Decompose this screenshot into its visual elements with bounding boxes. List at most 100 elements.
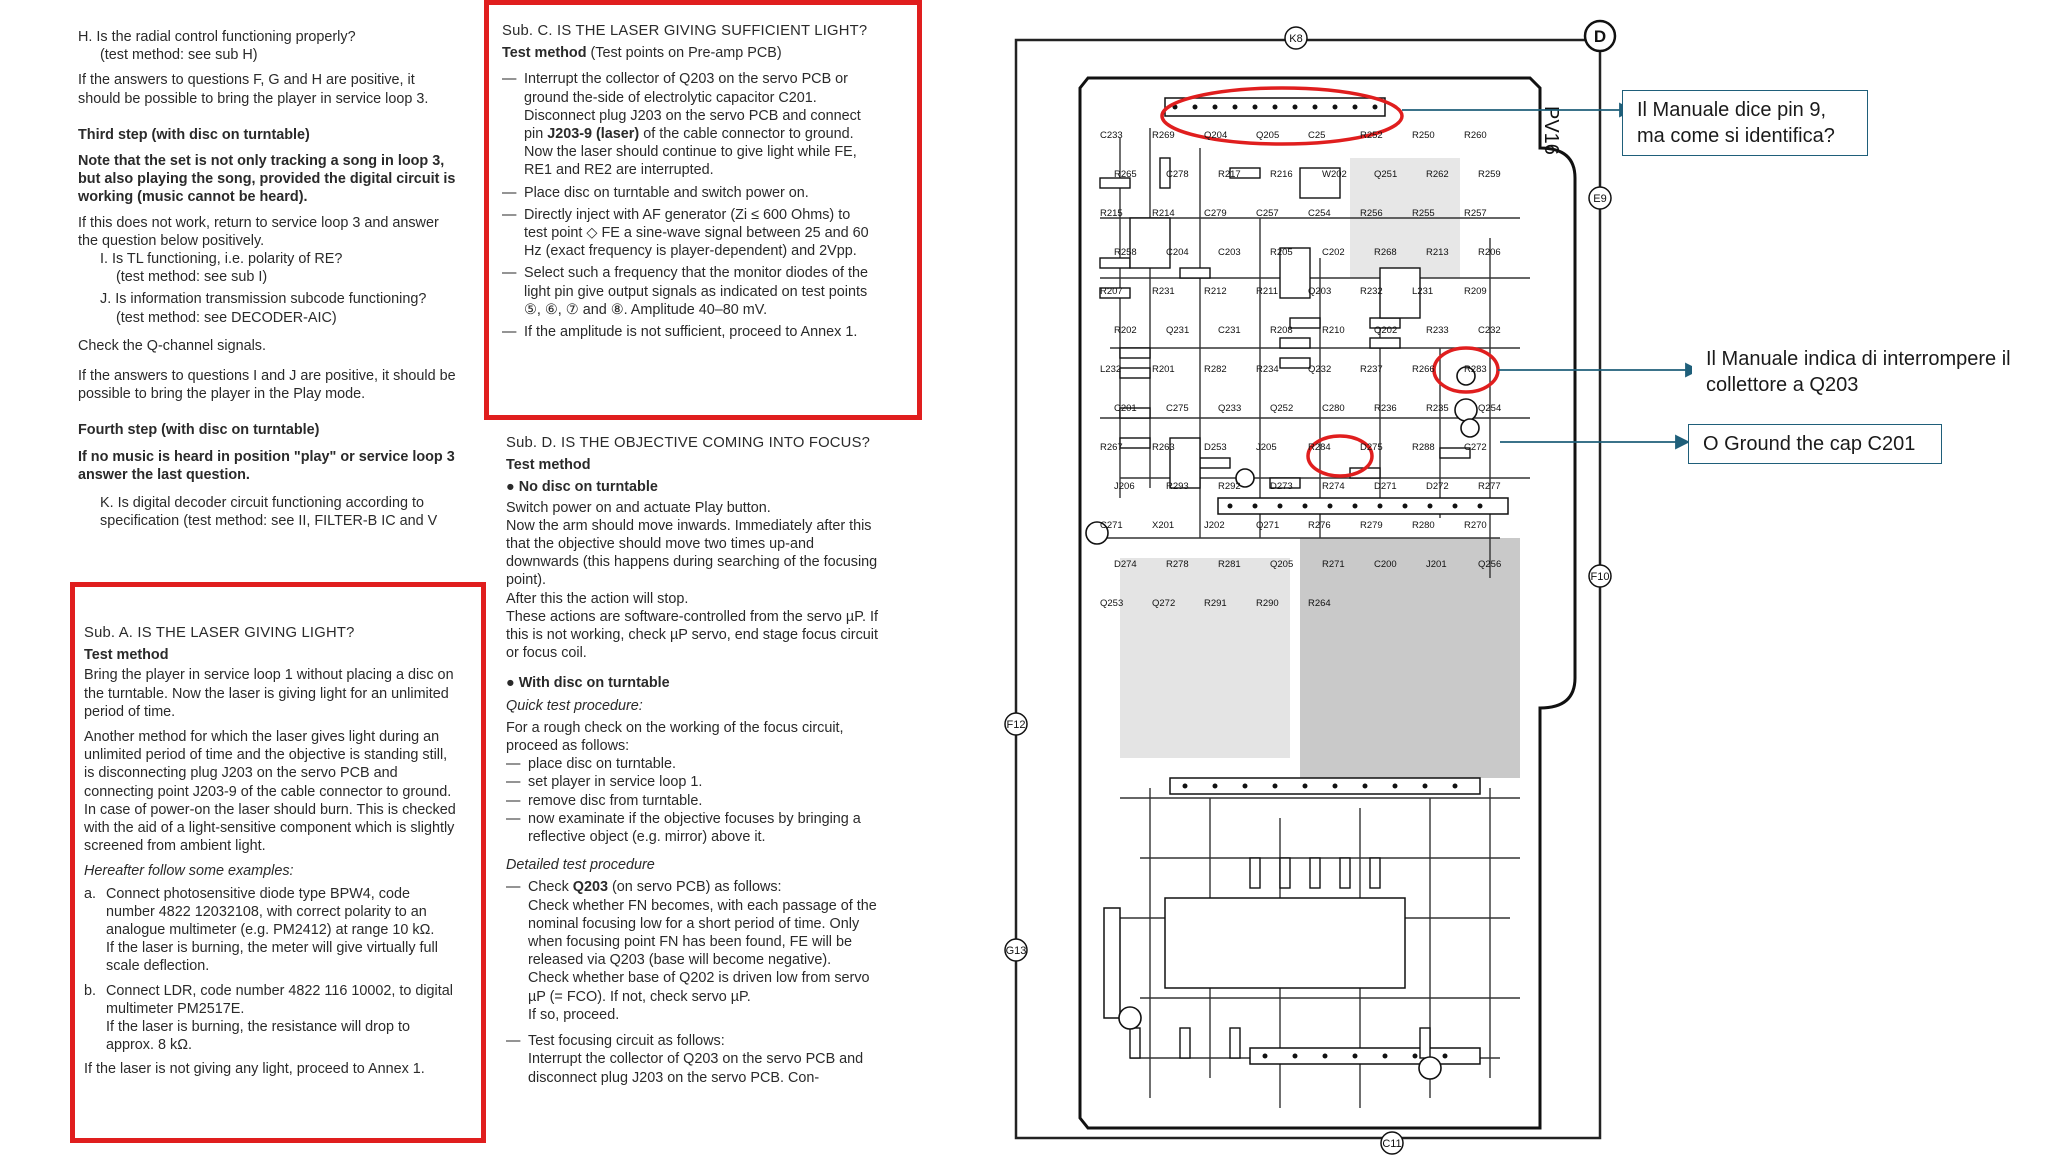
- tp-e9: E9: [1593, 193, 1606, 205]
- part-label: R262: [1426, 169, 1449, 180]
- sub-d-quick-1-text: place disc on turntable.: [528, 756, 676, 773]
- sub-c-highlight-box: [484, 0, 922, 420]
- part-label: D271: [1374, 481, 1397, 492]
- sub-a-item-b: b. Connect LDR, code number 4822 116 100…: [84, 982, 458, 1055]
- part-label: Q271: [1256, 520, 1279, 531]
- sub-d-p4: These actions are software-controlled fr…: [506, 608, 878, 662]
- part-label: X201: [1152, 520, 1174, 531]
- part-label: L231: [1412, 286, 1433, 297]
- sub-d-quick-3-text: remove disc from turntable.: [528, 792, 703, 809]
- part-label: C257: [1256, 208, 1279, 219]
- sub-d-t2: Interrupt the collector of Q203 on the s…: [528, 1051, 864, 1086]
- part-label: D253: [1204, 442, 1227, 453]
- third-step-title: Third step (with disc on turntable): [78, 126, 310, 143]
- part-label: R264: [1308, 598, 1331, 609]
- dash: —: [506, 756, 521, 773]
- callout-q203: Il Manuale indica di interrompere il col…: [1692, 340, 2034, 404]
- part-label: C200: [1374, 559, 1397, 570]
- tp-f10: F10: [1591, 571, 1610, 583]
- question-j-method: (test method: see DECODER-AIC): [116, 309, 337, 326]
- part-label: R293: [1166, 481, 1189, 492]
- part-label: Q233: [1218, 403, 1241, 414]
- sub-a-title: Sub. A. IS THE LASER GIVING LIGHT?: [84, 625, 355, 641]
- part-label: R217: [1218, 169, 1241, 180]
- sub-d-no-disc: ● No disc on turntable: [506, 479, 658, 496]
- dash: —: [506, 774, 521, 791]
- callout-pin9: Il Manuale dice pin 9, ma come si identi…: [1622, 90, 1868, 156]
- part-label: Q232: [1308, 364, 1331, 375]
- c201-highlight: [1306, 434, 1374, 478]
- part-label: R232: [1360, 286, 1383, 297]
- part-label: C201: [1114, 403, 1137, 414]
- question-h-method: (test method: see sub H): [100, 47, 258, 64]
- ij-answers: If the answers to questions I and J are …: [78, 368, 456, 403]
- part-label: R209: [1464, 286, 1487, 297]
- sub-d-quick: Quick test procedure:: [506, 697, 643, 714]
- sub-d-p1: Switch power on and actuate Play button.: [506, 499, 771, 516]
- sub-c-step-1d: Now the laser should continue to give li…: [524, 144, 857, 179]
- part-label: D275: [1360, 442, 1383, 453]
- sub-c-title: Sub. C. IS THE LASER GIVING SUFFICIENT L…: [502, 23, 868, 39]
- check-q-channel: Check the Q-channel signals.: [78, 337, 266, 354]
- sub-a-item-a-text2: If the laser is burning, the meter will …: [106, 940, 438, 975]
- part-label: R288: [1412, 442, 1435, 453]
- part-label: C203: [1218, 247, 1241, 258]
- part-label: R236: [1374, 403, 1397, 414]
- sub-c-step-5-text: If the amplitude is not sufficient, proc…: [524, 324, 858, 341]
- part-label: R210: [1322, 325, 1345, 336]
- item-marker: a.: [84, 885, 97, 902]
- components: [1099, 157, 1471, 1059]
- part-label: R279: [1360, 520, 1383, 531]
- part-label: R266: [1412, 364, 1435, 375]
- corner-d-label: D: [1594, 27, 1606, 46]
- sub-c-step-1a: Interrupt the collector of Q203 on the s…: [524, 71, 861, 143]
- part-label: C278: [1166, 169, 1189, 180]
- callout-c201: O Ground the cap C201: [1688, 424, 1942, 464]
- part-label: R213: [1426, 247, 1449, 258]
- question-i: I. Is TL functioning, i.e. polarity of R…: [100, 251, 343, 268]
- part-label: Q202: [1374, 325, 1397, 336]
- sub-c-method-bold: Test method: [502, 45, 587, 62]
- part-label: R233: [1426, 325, 1449, 336]
- sub-c-step-4: — Select such a frequency that the monit…: [502, 264, 876, 319]
- sub-c-step-5: — If the amplitude is not sufficient, pr…: [502, 323, 876, 341]
- sub-c-step-3: — Directly inject with AF generator (Zi …: [502, 206, 876, 261]
- part-label: D274: [1114, 559, 1137, 570]
- board-label: PV16: [1540, 106, 1562, 155]
- part-label: R214: [1152, 208, 1175, 219]
- tp-k8: K8: [1289, 33, 1302, 45]
- part-label: R256: [1360, 208, 1383, 219]
- third-step-note: Note that the set is not only tracking a…: [78, 153, 456, 206]
- dash: —: [506, 810, 521, 827]
- part-label: Q272: [1152, 598, 1175, 609]
- part-label: Q205: [1256, 130, 1279, 141]
- sub-d-p2: Now the arm should move inwards. Immedia…: [506, 517, 878, 589]
- tp-f12: F12: [1007, 719, 1026, 731]
- sub-d-section: Sub. D. IS THE OBJECTIVE COMING INTO FOC…: [506, 434, 882, 1091]
- part-label: R212: [1204, 286, 1227, 297]
- sub-c-step-3-text: Directly inject with AF generator (Zi ≤ …: [524, 206, 869, 260]
- part-label: J201: [1426, 559, 1447, 570]
- sub-d-quick-4-text: now examinate if the objective focuses b…: [528, 810, 861, 846]
- part-label: Q205: [1270, 559, 1293, 570]
- part-label: R259: [1478, 169, 1501, 180]
- question-k: K. Is digital decoder circuit functionin…: [100, 495, 438, 530]
- sub-d-quick-3: —remove disc from turntable.: [506, 792, 882, 810]
- sub-d-t1: Test focusing circuit as follows:: [528, 1033, 725, 1050]
- part-label: R260: [1464, 130, 1487, 141]
- transistors: [1085, 366, 1480, 1080]
- schematic-highlights: [1160, 86, 1500, 478]
- part-label: Q254: [1478, 403, 1501, 414]
- part-label: C272: [1464, 442, 1487, 453]
- sub-d-test-focus: — Test focusing circuit as follows: Inte…: [506, 1032, 882, 1087]
- tp-g13: G13: [1006, 945, 1027, 957]
- part-label: R290: [1256, 598, 1279, 609]
- part-label: C232: [1478, 325, 1501, 336]
- part-label: R205: [1270, 247, 1293, 258]
- question-j: J. Is information transmission subcode f…: [100, 291, 427, 308]
- part-label: Q252: [1270, 403, 1293, 414]
- dash: —: [502, 265, 517, 282]
- part-label: R201: [1152, 364, 1175, 375]
- corner-d-marker: D: [1583, 19, 1617, 53]
- test-points: K8 E9 F10 F12 G13 C11: [1004, 26, 1612, 1155]
